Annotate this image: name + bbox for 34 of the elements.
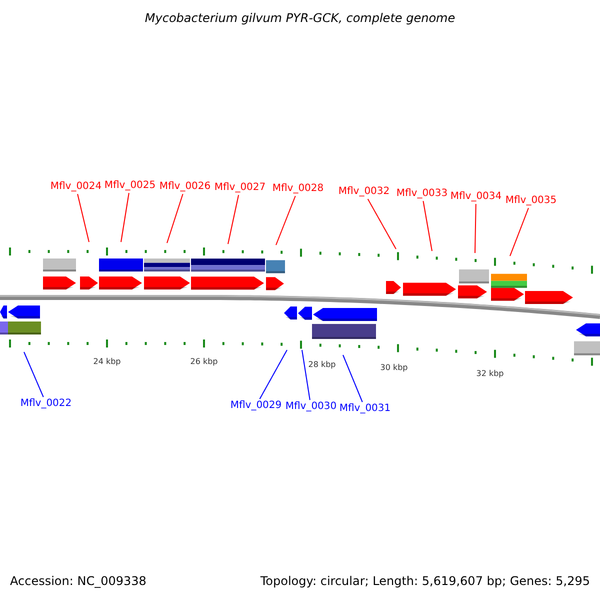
leader-line xyxy=(302,350,310,400)
gene-label: Mflv_0028 xyxy=(272,183,324,195)
leader-line xyxy=(276,196,296,246)
leader-line xyxy=(474,204,476,254)
gene-label: Mflv_0022 xyxy=(20,398,72,410)
gene-label: Mflv_0032 xyxy=(338,186,390,198)
gene-label: Mflv_0035 xyxy=(505,195,557,207)
gene-label: Mflv_0031 xyxy=(339,403,391,415)
leader-line xyxy=(120,192,130,242)
diagram-title: Mycobacterium gilvum PYR-GCK, complete genome xyxy=(144,11,456,25)
leader-line xyxy=(259,350,288,400)
leader-line xyxy=(166,194,184,244)
scale-label: 26 kbp xyxy=(190,356,218,368)
scale-label: 30 kbp xyxy=(380,362,408,374)
gene-label: Mflv_0034 xyxy=(450,191,502,203)
scale-label: 28 kbp xyxy=(308,359,336,371)
leader-line xyxy=(342,354,363,402)
gene-label: Mflv_0029 xyxy=(230,400,282,412)
leader-line xyxy=(24,352,44,398)
gene-label: Mflv_0027 xyxy=(214,182,266,194)
accession-text: Accession: NC_009338 xyxy=(10,575,146,587)
scale-label: 24 kbp xyxy=(93,356,121,368)
leader-line xyxy=(422,200,432,252)
genome-info-text: Topology: circular; Length: 5,619,607 bp; Genes: 5,295 xyxy=(260,575,590,587)
gene-label: Mflv_0033 xyxy=(396,188,448,200)
leader-line xyxy=(77,194,90,242)
leader-line xyxy=(510,208,529,256)
leader-line xyxy=(228,194,240,244)
scale-label: 32 kbp xyxy=(476,368,504,380)
gene-label: Mflv_0026 xyxy=(159,181,211,193)
gene-label: Mflv_0030 xyxy=(285,401,337,413)
leader-line xyxy=(367,198,396,250)
gene-label: Mflv_0024 xyxy=(50,181,102,193)
gene-label: Mflv_0025 xyxy=(104,180,156,192)
